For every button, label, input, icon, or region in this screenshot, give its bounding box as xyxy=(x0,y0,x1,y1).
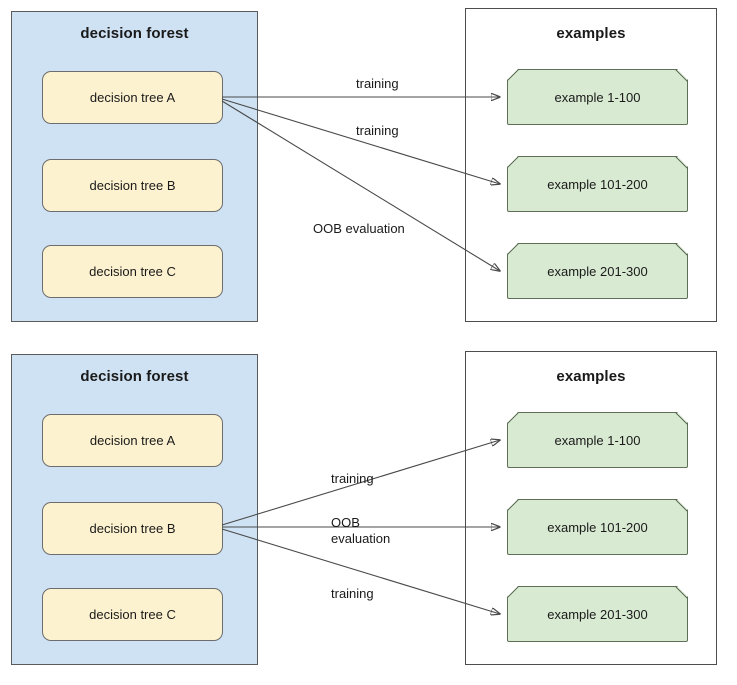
example-node-2-bottom[interactable]: example 101-200 xyxy=(507,499,688,555)
example-node-3-bottom[interactable]: example 201-300 xyxy=(507,586,688,642)
examples-container-bottom: examples example 1-100 example 101-200 e… xyxy=(465,351,717,665)
edge-label-training-ex1-top: training xyxy=(356,76,399,91)
tree-node-c-top[interactable]: decision tree C xyxy=(42,245,223,298)
decision-forest-title-bottom: decision forest xyxy=(80,368,189,385)
example-node-2-top-label: example 101-200 xyxy=(547,176,648,192)
example-node-1-top-label: example 1-100 xyxy=(554,89,641,105)
decision-forest-container-bottom: decision forest decision tree A decision… xyxy=(11,354,258,665)
edge-label-training-ex3-bottom: training xyxy=(331,586,374,601)
example-node-3-top[interactable]: example 201-300 xyxy=(507,243,688,299)
decision-forest-title-top: decision forest xyxy=(80,25,189,42)
example-node-shape xyxy=(507,586,688,642)
chamfer-corner-icon xyxy=(675,243,688,256)
tree-node-b-top-label: decision tree B xyxy=(89,178,176,193)
tree-node-a-bottom-label: decision tree A xyxy=(89,433,176,448)
example-node-1-top[interactable]: example 1-100 xyxy=(507,69,688,125)
chamfer-corner-icon xyxy=(675,499,688,512)
tree-node-b-top[interactable]: decision tree B xyxy=(42,159,223,212)
chamfer-corner-icon xyxy=(675,586,688,599)
example-node-shape xyxy=(507,69,688,125)
example-node-shape xyxy=(507,156,688,212)
example-node-3-bottom-label: example 201-300 xyxy=(547,606,648,622)
chamfer-corner-icon xyxy=(675,156,688,169)
chamfer-corner-icon xyxy=(675,69,688,82)
tree-node-a-top-label: decision tree A xyxy=(89,90,176,105)
examples-container-top: examples example 1-100 example 101-200 e… xyxy=(465,8,717,322)
example-node-shape xyxy=(507,499,688,555)
examples-title-bottom: examples xyxy=(556,368,626,385)
example-node-2-bottom-label: example 101-200 xyxy=(547,519,648,535)
tree-node-c-bottom[interactable]: decision tree C xyxy=(42,588,223,641)
edge-label-oob-ex3-top: OOB evaluation xyxy=(313,221,405,236)
edge-arrow-a-to-ex2 xyxy=(221,98,500,184)
example-node-1-bottom[interactable]: example 1-100 xyxy=(507,412,688,468)
tree-node-c-bottom-label: decision tree C xyxy=(89,607,176,622)
panel-top: decision forest decision tree A decision… xyxy=(11,8,717,322)
edge-label-training-ex2-top: training xyxy=(356,123,399,138)
panel-bottom: decision forest decision tree A decision… xyxy=(0,343,737,685)
example-node-1-bottom-label: example 1-100 xyxy=(554,432,641,448)
decision-forest-container-top: decision forest decision tree A decision… xyxy=(11,11,258,322)
tree-node-b-bottom[interactable]: decision tree B xyxy=(42,502,223,555)
tree-node-a-bottom[interactable]: decision tree A xyxy=(42,414,223,467)
example-node-2-top[interactable]: example 101-200 xyxy=(507,156,688,212)
tree-node-b-bottom-label: decision tree B xyxy=(89,521,176,536)
examples-title-top: examples xyxy=(556,25,626,42)
tree-node-a-top[interactable]: decision tree A xyxy=(42,71,223,124)
edge-label-training-ex1-bottom: training xyxy=(331,471,374,486)
example-node-3-top-label: example 201-300 xyxy=(547,263,648,279)
edge-label-oob-ex2-bottom: OOB evaluation xyxy=(331,515,391,547)
chamfer-corner-icon xyxy=(675,412,688,425)
example-node-shape xyxy=(507,243,688,299)
tree-node-c-top-label: decision tree C xyxy=(89,264,176,279)
